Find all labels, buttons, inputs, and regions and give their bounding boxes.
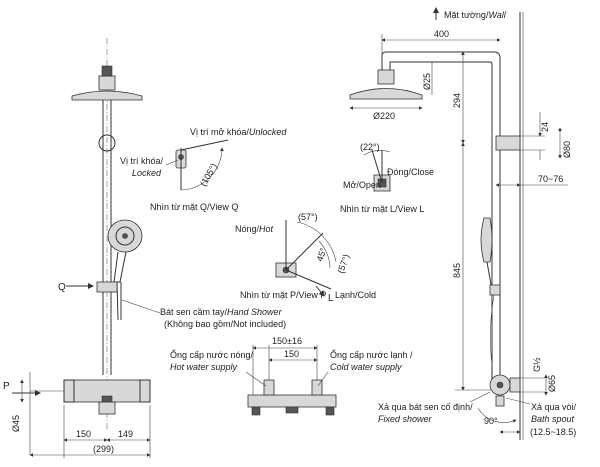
hand-shower-side <box>480 217 493 263</box>
angle-22: (22°) <box>360 142 380 152</box>
rain-shower-head <box>71 90 143 101</box>
dim-diameter-220: Ø220 <box>373 111 395 121</box>
fixed-shower-label: Xả qua bát sen cố định/ <box>378 402 473 412</box>
svg-text:Mặt tường/Wall: Mặt tường/Wall <box>444 10 507 20</box>
open-label: Mở/Open <box>343 180 381 190</box>
g-thread: G½ <box>532 357 542 372</box>
dim-149: 149 <box>118 429 133 439</box>
angle-45: 45° <box>314 246 328 263</box>
cold-supply-label-en: Cold water supply <box>330 362 402 372</box>
dim-70-76: 70~76 <box>538 174 563 184</box>
dim-diameter-65: Ø65 <box>547 375 557 392</box>
view-l-marker: L <box>328 293 334 304</box>
locked-label-en: Locked <box>132 168 162 178</box>
not-included-label: (Không bao gồm/Not included) <box>164 319 286 329</box>
svg-text:Đóng/Close: Đóng/Close <box>387 167 434 177</box>
view-p-detail: (57°) 45° (57°) Nóng/Hot Lạnh/Cold Nhìn … <box>235 212 376 300</box>
wall-label-en: Wall <box>488 10 506 20</box>
view-p-caption: Nhìn từ mặt P/View P <box>240 290 326 300</box>
hand-shower-label: Bát sen cầm tay/ <box>160 307 228 317</box>
svg-text:Vị trí mở khóa/Unlocked: Vị trí mở khóa/Unlocked <box>190 127 287 137</box>
front-view: Q P Ø45 150 149 (299) <box>3 38 151 458</box>
hand-shower <box>107 219 143 321</box>
wall-bracket-top <box>495 135 521 151</box>
lock-knob <box>98 134 116 152</box>
fixed-shower-label-en: Fixed shower <box>378 414 433 424</box>
hot-label-en: Hot <box>259 224 274 234</box>
dim-diameter-25: Ø25 <box>422 73 432 90</box>
dim-150-16: 150±16 <box>272 336 302 346</box>
dim-12-18: (12.5~18.5) <box>530 427 576 437</box>
bath-spout-label: Xả qua vòi/ <box>531 402 577 412</box>
hot-supply-label: Ống cấp nước nóng/ <box>170 349 253 360</box>
rain-head-side <box>349 88 423 100</box>
close-label: Đóng/Close <box>387 167 434 177</box>
svg-text:Bát sen cầm tay/Hand Shower: Bát sen cầm tay/Hand Shower <box>160 307 283 317</box>
thermostat-body <box>30 379 151 415</box>
wall-label: Mặt tường/ <box>444 10 489 20</box>
view-l-caption: Nhìn từ mặt L/View L <box>340 204 424 214</box>
hand-shower-label-en: Hand Shower <box>227 307 283 317</box>
view-q-detail: (105°) Vị trí mở khóa/Unlocked Vị trí kh… <box>120 127 287 212</box>
view-l-detail: (22°) Đóng/Close Mở/Open Nhìn từ mặt L/V… <box>340 142 434 214</box>
bath-spout-label-en: Bath spout <box>531 414 575 424</box>
dim-845: 845 <box>452 263 462 278</box>
view-q-caption: Nhìn từ mặt Q/View Q <box>150 202 238 212</box>
locked-label: Vị trí khóa/ <box>120 156 164 166</box>
hot-label: Nóng/ <box>235 224 260 234</box>
side-view: Mặt tường/Wall 400 Ø25 Ø220 294 24 Ø80 7… <box>349 7 576 440</box>
angle-57-a: (57°) <box>298 212 318 222</box>
unlocked-label-en: Unlocked <box>249 127 288 137</box>
cold-label: Lạnh/Cold <box>335 290 376 300</box>
unlocked-label: Vị trí mở khóa/ <box>190 127 249 137</box>
dim-24: 24 <box>540 122 550 132</box>
angle-57-b: (57°) <box>335 253 351 275</box>
dim-294: 294 <box>452 93 462 108</box>
dim-150-left: 150 <box>76 429 91 439</box>
svg-text:Nóng/Hot: Nóng/Hot <box>235 224 274 234</box>
dim-diameter-80: Ø80 <box>562 141 572 158</box>
angle-105: (105°) <box>198 162 219 188</box>
hot-supply-label-en: Hot water supply <box>170 362 238 372</box>
dim-diameter-45: Ø45 <box>11 415 21 432</box>
dim-400: 400 <box>434 29 449 39</box>
dim-150-center: 150 <box>284 349 299 359</box>
view-q-marker: Q <box>58 282 66 293</box>
valve-side <box>489 374 521 407</box>
dim-299: (299) <box>93 444 114 454</box>
supply-connection-detail: 150±16 150 <box>245 336 337 416</box>
cold-supply-label: Ống cấp nước lạnh / <box>330 349 413 360</box>
angle-90: 90° <box>484 416 498 426</box>
view-p-marker: P <box>3 381 10 392</box>
